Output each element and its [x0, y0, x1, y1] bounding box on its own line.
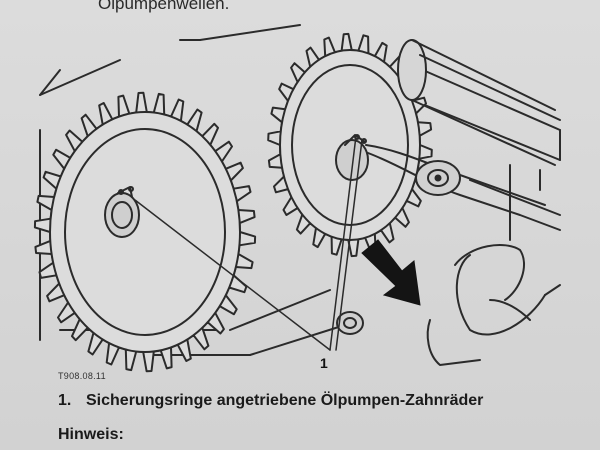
direction-arrow: [361, 239, 421, 306]
drive-shaft: [397, 39, 561, 166]
right-gear-hub: [335, 134, 369, 181]
caption-text: Sicherungsringe angetriebene Ölpumpen-Za…: [86, 392, 484, 409]
hand: [426, 244, 561, 366]
figure-caption: 1. Sicherungsringe angetriebene Ölpumpen-…: [58, 392, 483, 410]
note-heading: Hinweis:: [58, 426, 124, 443]
housing-boss: [336, 311, 364, 335]
circlip-pliers: [365, 144, 561, 231]
callout-leader-lines: [134, 135, 363, 351]
caption-number: 1.: [58, 392, 72, 409]
left-gear-hub: [104, 186, 140, 238]
callout-number: 1: [320, 355, 328, 371]
figure-id: T908.08.11: [58, 371, 106, 381]
preceding-text-line: Ölpumpenwellen.: [98, 0, 230, 13]
